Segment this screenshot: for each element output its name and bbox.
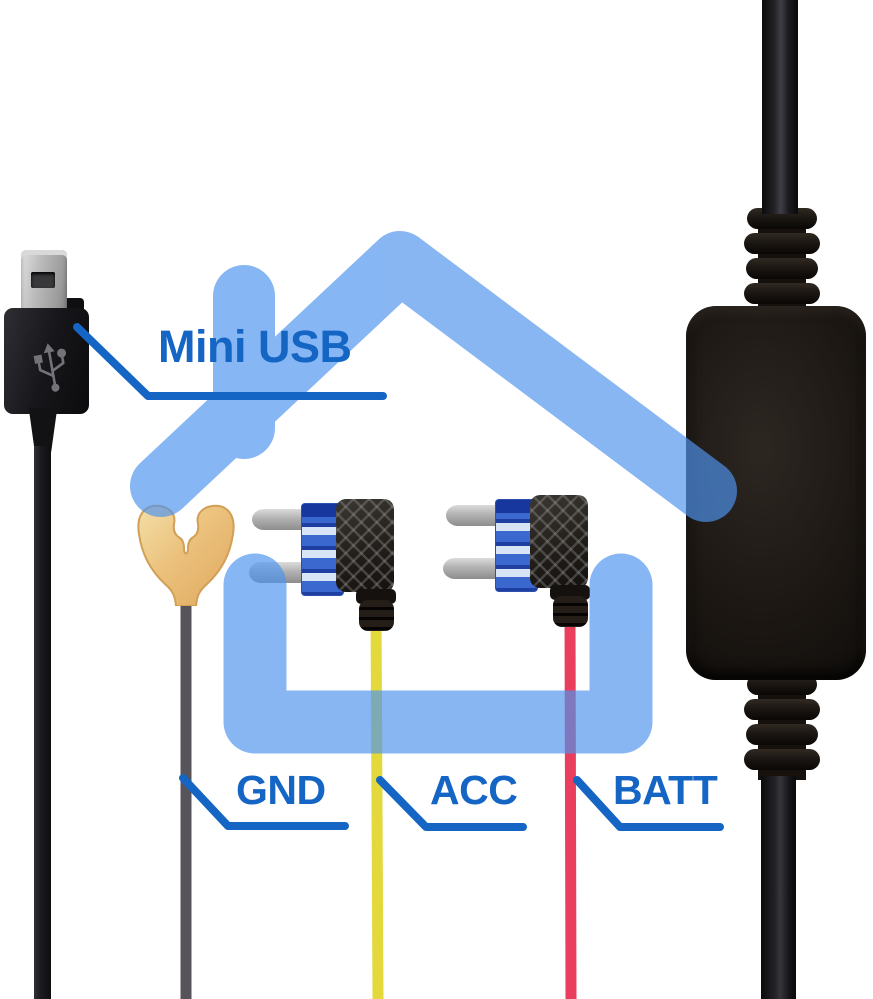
fuse-tap-blade	[249, 562, 309, 583]
batt-wire	[564, 611, 577, 999]
fuse-tap-holder	[336, 499, 394, 592]
fuse-tap-holder	[530, 495, 588, 588]
rib	[746, 258, 818, 279]
converter-output-cable	[761, 776, 796, 999]
converter-strain-relief-top	[744, 208, 820, 310]
mini-usb-tip-slot	[31, 272, 55, 288]
gnd-fork-terminal	[137, 504, 235, 606]
mini-usb-label: Mini USB	[158, 321, 352, 372]
fuse-tap-strain-relief	[553, 596, 588, 627]
rib	[744, 699, 820, 720]
rib	[744, 749, 820, 770]
mini-usb-cable	[34, 446, 51, 999]
fuse-tap-strain-relief	[359, 600, 394, 631]
gnd-label: GND	[236, 767, 326, 813]
usb-trident-icon	[33, 343, 67, 392]
voltage-converter-box	[686, 306, 866, 680]
converter-strain-relief-bottom	[744, 674, 820, 780]
converter-input-cable	[762, 0, 798, 214]
batt-label: BATT	[613, 767, 718, 813]
acc-wire	[370, 614, 384, 999]
fuse-tap-blade	[443, 558, 503, 579]
rib	[744, 233, 820, 254]
rib	[744, 283, 820, 304]
rib	[746, 724, 818, 745]
house-roof	[130, 231, 737, 522]
acc-fuse-tap	[248, 496, 398, 632]
acc-label: ACC	[430, 767, 518, 813]
batt-fuse-tap	[442, 492, 592, 628]
